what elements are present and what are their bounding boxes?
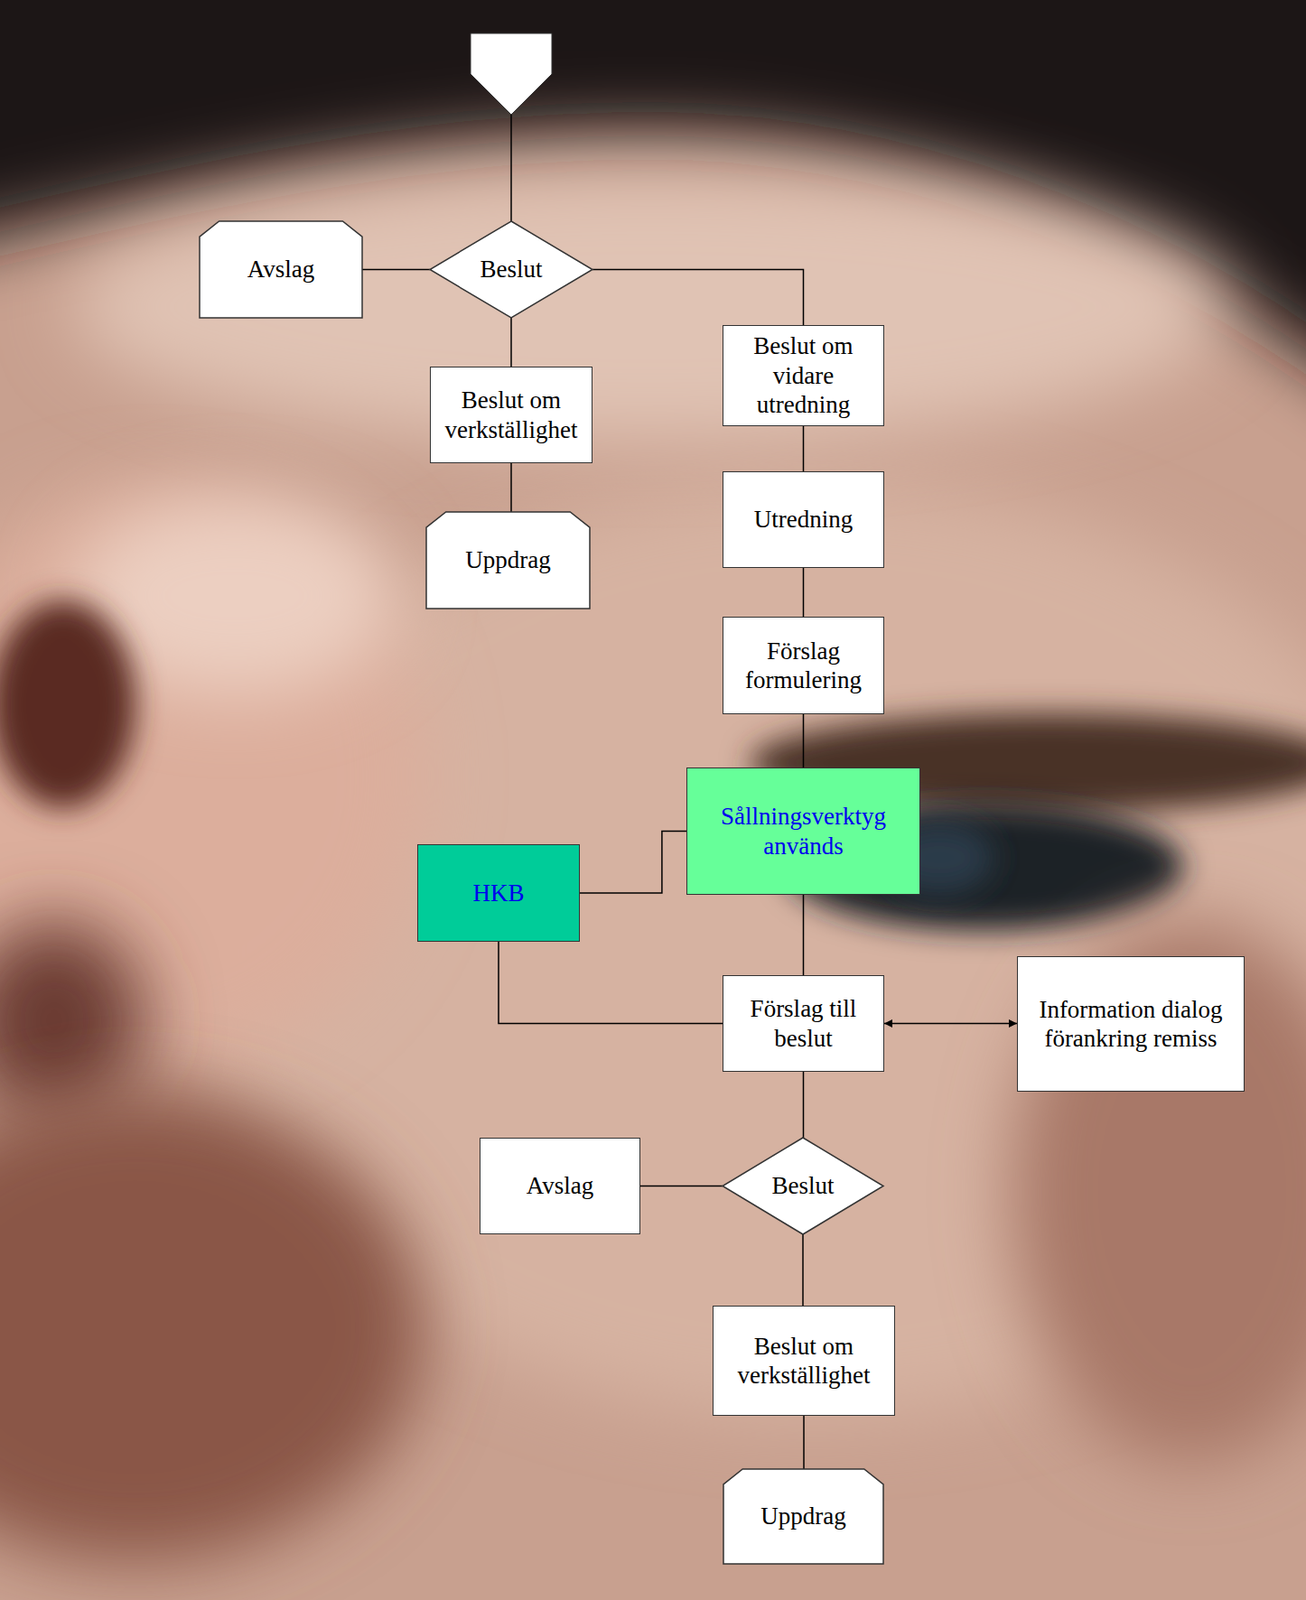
- process-box: Sållningsverktyg används: [686, 767, 921, 896]
- forehead-light: [72, 171, 1229, 443]
- connector: [802, 1234, 804, 1306]
- shape-outline: [429, 221, 593, 318]
- text-stack: Avslag: [526, 1171, 595, 1201]
- node-label: Förslag till beslut: [730, 994, 877, 1054]
- process-box: HKB: [417, 844, 580, 943]
- start-line: [510, 114, 513, 222]
- terminal-box: Uppdrag: [723, 1469, 884, 1565]
- connector: [802, 895, 805, 976]
- text-stack: HKB: [472, 878, 524, 908]
- text-stack: Uppdrag: [465, 545, 551, 575]
- connector: [802, 426, 805, 472]
- node-label: Beslut: [771, 1171, 834, 1201]
- process-box: Förslag till beslut: [722, 975, 885, 1073]
- process-box: Information dialog förankring remiss: [1016, 956, 1245, 1092]
- connector: [592, 270, 804, 327]
- node-label: Beslut om verkställighet: [720, 1332, 887, 1391]
- text-stack: Uppdrag: [760, 1501, 846, 1531]
- lip-shadow: [0, 921, 145, 1120]
- nostril: [0, 600, 136, 809]
- node-label: Förslag formulering: [730, 636, 877, 696]
- shape-outline: [426, 512, 590, 609]
- text-stack: Sållningsverktyg används: [694, 802, 913, 861]
- node-label: Uppdrag: [465, 545, 551, 575]
- connector: [802, 1072, 805, 1139]
- shape-outline: [723, 1469, 884, 1565]
- decision-diamond: Beslut: [722, 1138, 884, 1235]
- connector: [640, 1185, 723, 1188]
- text-stack: Beslut: [479, 254, 542, 284]
- decision-diamond: Beslut: [429, 221, 593, 318]
- connector: [362, 269, 430, 271]
- terminal-box: Uppdrag: [426, 512, 590, 609]
- node-label: Uppdrag: [760, 1501, 846, 1531]
- node-label: Beslut om vidare utredning: [730, 331, 877, 420]
- connector: [802, 1416, 805, 1470]
- node-label: Sållningsverktyg används: [694, 802, 913, 861]
- node-label: Beslut: [479, 254, 542, 284]
- text-stack: Utredning: [754, 504, 853, 534]
- text-stack: Beslut om verkställighet: [438, 385, 585, 445]
- connector: [510, 317, 513, 367]
- node-label: HKB: [472, 878, 524, 908]
- process-box: Beslut om verkställighet: [712, 1306, 896, 1417]
- node-label: Utredning: [754, 504, 853, 534]
- connector: [510, 463, 513, 513]
- text-stack: Beslut om vidare utredning: [730, 331, 877, 420]
- connector: [579, 831, 687, 895]
- cheek-shadow: [1011, 921, 1306, 1464]
- text-stack: Beslut om verkställighet: [720, 1332, 887, 1391]
- start-symbol: [470, 33, 552, 115]
- process-box: Beslut om vidare utredning: [722, 325, 885, 427]
- text-stack: Förslag till beslut: [730, 994, 877, 1054]
- process-box: Avslag: [479, 1138, 641, 1235]
- text-stack: Avslag: [247, 254, 316, 284]
- text-stack: Förslag formulering: [730, 636, 877, 696]
- process-box: Utredning: [722, 471, 885, 569]
- connector: [884, 1023, 1017, 1026]
- process-box: Förslag formulering: [722, 616, 885, 715]
- node-label: Beslut om verkställighet: [438, 385, 585, 445]
- shape-outline: [722, 1138, 884, 1235]
- node-label: Avslag: [526, 1171, 595, 1201]
- node-label: Avslag: [247, 254, 316, 284]
- connector: [802, 714, 805, 768]
- chin-shadow: [0, 1092, 425, 1563]
- node-label: Information dialog förankring remiss: [1025, 995, 1237, 1055]
- terminal-box: Avslag: [199, 221, 363, 318]
- connector: [498, 942, 723, 1025]
- connector: [802, 568, 805, 617]
- shape-outline: [199, 221, 363, 318]
- process-box: Beslut om verkställighet: [429, 366, 593, 464]
- text-stack: Information dialog förankring remiss: [1025, 995, 1237, 1055]
- text-stack: Beslut: [771, 1171, 834, 1201]
